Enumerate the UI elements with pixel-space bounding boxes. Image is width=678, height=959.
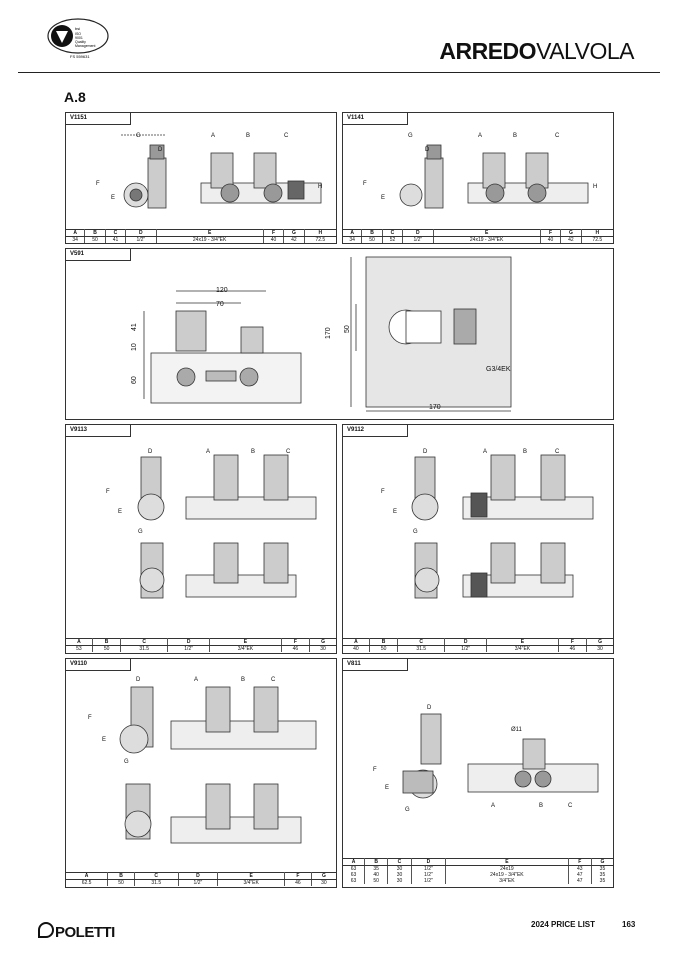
svg-text:120: 120 [216,287,228,294]
svg-text:F: F [373,767,377,773]
poletti-logo-icon [38,922,54,938]
svg-text:170: 170 [429,404,441,411]
svg-text:bsi: bsi [75,26,80,31]
svg-text:E: E [381,195,385,201]
svg-text:G: G [138,529,143,535]
svg-text:9001: 9001 [75,36,83,40]
svg-text:C: C [568,803,573,809]
svg-text:H: H [593,184,597,190]
drawing-v811: D Ø11 F E G A B C [373,705,599,813]
svg-text:ISO: ISO [75,32,81,36]
panel-label: V1151 [66,113,131,125]
brand-title: ARREDOVALVOLA [439,38,634,64]
svg-text:FS 559631: FS 559631 [70,54,90,59]
svg-text:G: G [136,133,141,139]
svg-text:B: B [251,449,255,455]
svg-text:Quality: Quality [75,40,86,44]
svg-text:D: D [158,147,163,153]
svg-text:B: B [241,677,245,683]
svg-text:G: G [413,529,418,535]
panel-label: V811 [343,659,408,671]
svg-text:Ø11: Ø11 [511,727,523,733]
svg-text:D: D [427,705,432,711]
drawing-v9113: D A B C F E G [106,449,317,599]
svg-text:41: 41 [131,323,138,331]
svg-text:D: D [423,449,428,455]
svg-text:10: 10 [131,343,138,351]
svg-text:C: C [284,133,289,139]
svg-text:F: F [381,489,385,495]
drawing-v9112: D A B C F E G [381,449,594,599]
panel-label: V9110 [66,659,131,671]
certification-logo: bsi ISO 9001 Quality Management FS 55963… [44,16,112,60]
svg-text:G3/4EK: G3/4EK [486,366,511,373]
svg-text:B: B [246,133,250,139]
svg-text:A: A [194,677,198,683]
svg-text:H: H [318,184,322,190]
svg-text:F: F [96,181,100,187]
svg-text:E: E [385,785,389,791]
section-title: A.8 [64,89,86,105]
panel-label: V1141 [343,113,408,125]
svg-text:C: C [555,133,560,139]
svg-text:A: A [483,449,487,455]
svg-text:D: D [148,449,153,455]
svg-text:A: A [211,133,215,139]
svg-text:E: E [118,509,122,515]
drawing-v591: 120 70 41 10 60 170 50 G3/4EK 170 [131,256,512,412]
price-list-label: 2024 PRICE LIST [531,920,596,929]
panel-label: V9113 [66,425,131,437]
svg-text:D: D [425,147,430,153]
svg-text:A: A [491,803,495,809]
drawing-v9110: D A B C F E G [88,677,317,844]
svg-text:C: C [286,449,291,455]
svg-text:B: B [513,133,517,139]
svg-text:D: D [136,677,141,683]
panel-v591: V591 120 70 41 10 60 170 50 [65,248,614,420]
svg-text:G: G [405,807,410,813]
svg-text:G: G [124,759,129,765]
panel-label: V9112 [343,425,408,437]
svg-text:G: G [408,133,413,139]
svg-text:F: F [106,489,110,495]
svg-text:B: B [539,803,543,809]
page-number: 163 [622,920,636,929]
svg-text:E: E [111,195,115,201]
drawing-v1151: G D A B C F E H [96,133,322,209]
svg-text:F: F [88,715,92,721]
svg-text:A: A [206,449,210,455]
svg-text:Management: Management [75,44,95,48]
svg-text:70: 70 [216,301,224,308]
svg-text:E: E [102,737,106,743]
drawing-v1141: G D A B C F E H [363,133,597,209]
svg-text:E: E [393,509,397,515]
svg-text:60: 60 [131,376,138,384]
svg-text:170: 170 [325,327,332,339]
poletti-logo: POLETTI [38,922,115,941]
svg-text:F: F [363,181,367,187]
svg-text:50: 50 [344,325,351,333]
header-divider [18,72,660,73]
svg-text:A: A [478,133,482,139]
panel-label: V591 [66,249,131,261]
svg-text:C: C [555,449,560,455]
svg-text:B: B [523,449,527,455]
svg-text:C: C [271,677,276,683]
